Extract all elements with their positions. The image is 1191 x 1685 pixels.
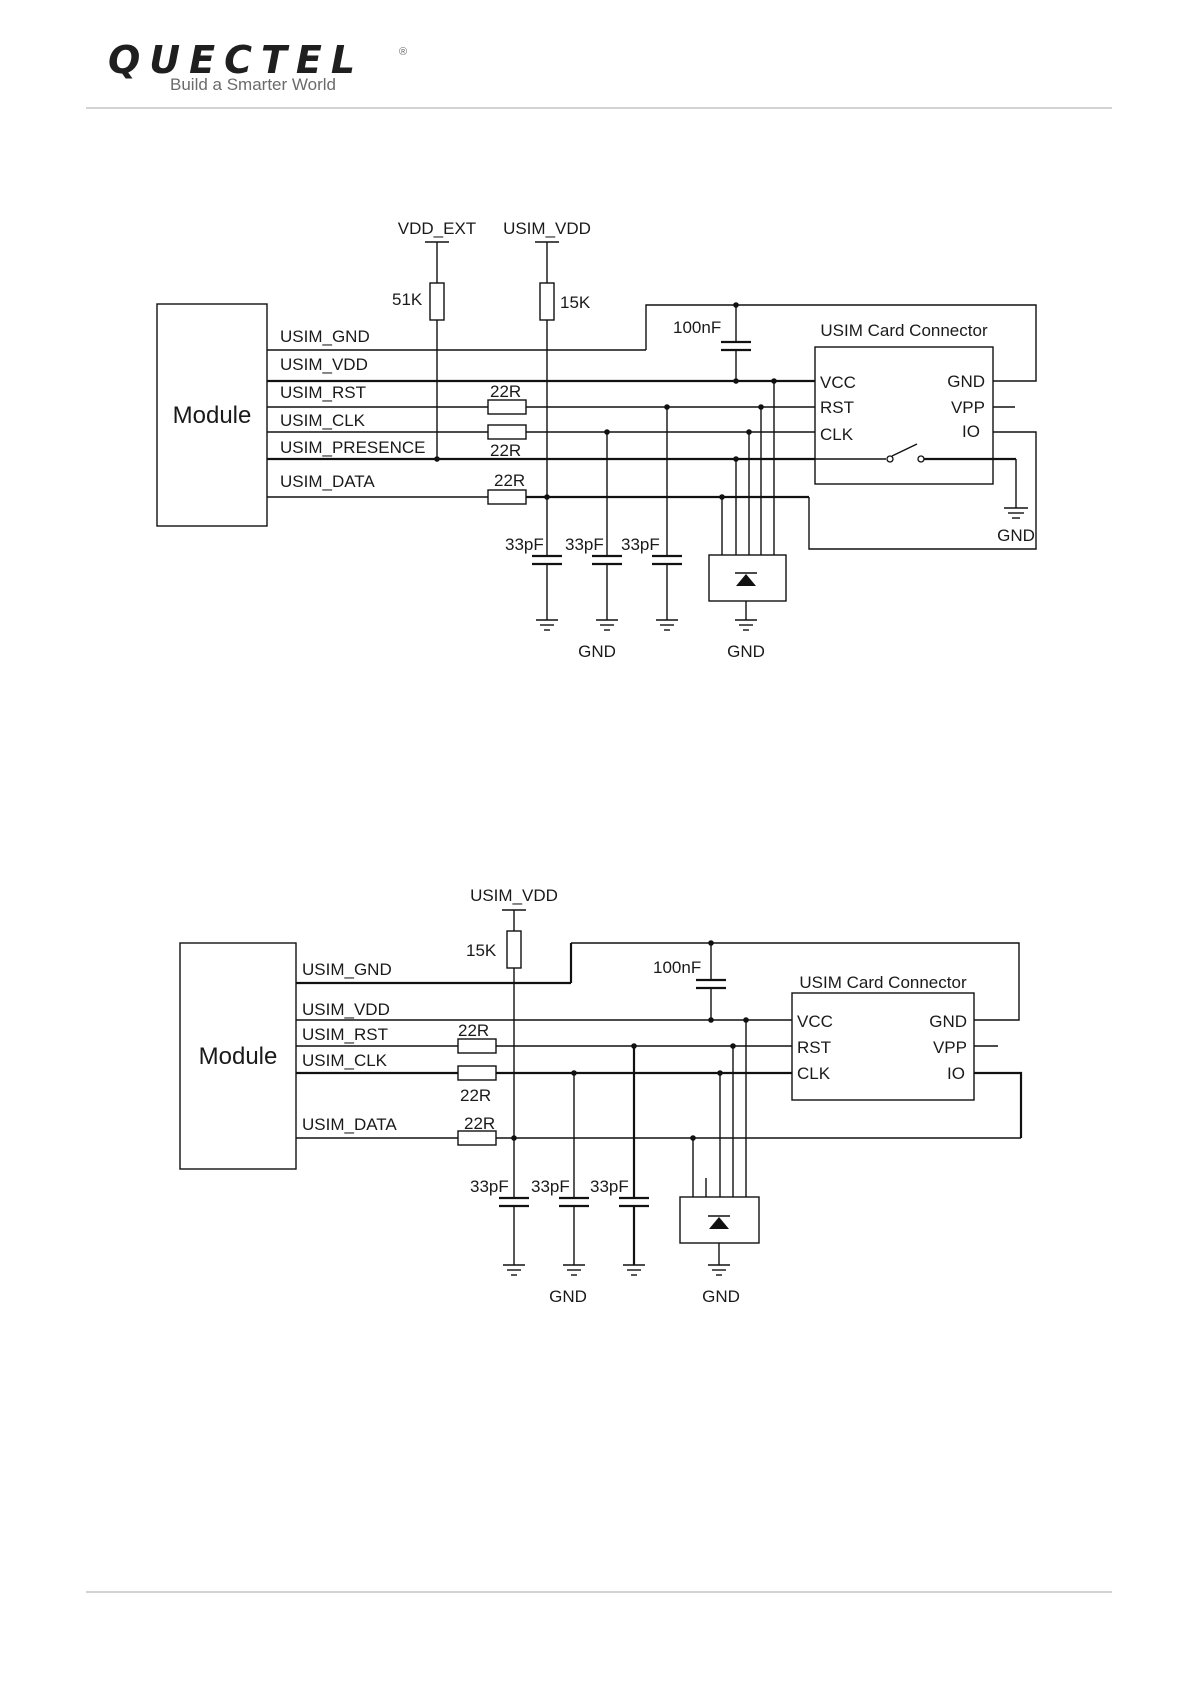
pullup-resistor-15k — [539, 282, 555, 321]
connector-title-2: USIM Card Connector — [799, 973, 967, 992]
series-resistor-clk-2 — [457, 1065, 497, 1081]
usim-circuit-without-detect: Module USIM_VDD 15K USIM_GND USIM_VDD US… — [179, 886, 1023, 1306]
filter-capacitor-3 — [652, 554, 682, 631]
module-label-2: Module — [199, 1043, 278, 1070]
cap-label-33pf-1: 33pF — [505, 535, 544, 554]
pullup-label-51k: 51K — [392, 290, 423, 309]
pullup-label-15k: 15K — [560, 293, 591, 312]
connector-pin-clk: CLK — [820, 425, 854, 444]
ground-label-caps: GND — [578, 642, 616, 661]
cap-label-100nf-2: 100nF — [653, 958, 701, 977]
series-resistor-label-rst: 22R — [490, 382, 521, 401]
series-resistor-label-data: 22R — [494, 471, 525, 490]
connector-pin-gnd: GND — [947, 372, 985, 391]
connector-pin-rst: RST — [820, 398, 854, 417]
signal-label-usim-rst-2: USIM_RST — [302, 1025, 388, 1044]
cap-label-33pf-6: 33pF — [590, 1177, 629, 1196]
supply-label-usim-vdd-2: USIM_VDD — [470, 886, 558, 905]
connector-pin-io: IO — [962, 422, 980, 441]
cap-label-33pf-3: 33pF — [621, 535, 660, 554]
usim-circuit-with-detect: Module VDD_EXT USIM_VDD 51K 15K USIM_GND… — [156, 219, 1037, 661]
usim-card-connector — [814, 346, 994, 485]
supply-label-usim-vdd: USIM_VDD — [503, 219, 591, 238]
company-logo: QUECTEL — [108, 38, 365, 82]
filter-capacitor-4 — [499, 1196, 529, 1276]
series-resistor-clk — [487, 424, 527, 440]
tvs-diode-icon — [736, 574, 756, 586]
series-resistor-rst — [487, 399, 527, 415]
signal-label-usim-data-2: USIM_DATA — [302, 1115, 397, 1134]
signal-label-usim-data: USIM_DATA — [280, 472, 375, 491]
connector-pin-clk-2: CLK — [797, 1064, 831, 1083]
filter-capacitor-2 — [592, 554, 622, 631]
signal-label-usim-presence: USIM_PRESENCE — [280, 438, 425, 457]
card-detect-switch — [815, 443, 1028, 519]
registered-mark: ® — [399, 46, 408, 58]
pullup-label-15k-2: 15K — [466, 941, 497, 960]
signal-label-usim-clk-2: USIM_CLK — [302, 1051, 388, 1070]
module-block — [156, 303, 268, 527]
cap-label-33pf-2: 33pF — [565, 535, 604, 554]
footer-rule — [86, 1591, 1112, 1593]
connector-pin-vpp: VPP — [951, 398, 985, 417]
pullup-resistor-51k — [429, 282, 445, 321]
supply-label-vdd-ext: VDD_EXT — [398, 219, 476, 238]
connector-pin-vcc-2: VCC — [797, 1012, 833, 1031]
connector-pin-rst-2: RST — [797, 1038, 831, 1057]
ground-label-switch: GND — [997, 526, 1035, 545]
filter-capacitor-1 — [532, 554, 562, 631]
series-resistor-label-clk-2: 22R — [460, 1086, 491, 1105]
connector-pin-vpp-2: VPP — [933, 1038, 967, 1057]
usim-card-connector-2 — [791, 992, 975, 1101]
series-resistor-label-clk: 22R — [490, 441, 521, 460]
module-block-2 — [179, 942, 297, 1170]
ground-label-tvs: GND — [727, 642, 765, 661]
signal-label-usim-clk: USIM_CLK — [280, 411, 366, 430]
cap-label-100nf: 100nF — [673, 318, 721, 337]
cap-label-33pf-4: 33pF — [470, 1177, 509, 1196]
header-rule — [86, 107, 1112, 109]
company-tagline: Build a Smarter World — [170, 75, 336, 94]
signal-label-usim-gnd-2: USIM_GND — [302, 960, 392, 979]
series-resistor-data — [487, 489, 527, 505]
series-resistor-label-data-2: 22R — [464, 1114, 495, 1133]
signal-label-usim-vdd-2: USIM_VDD — [302, 1000, 390, 1019]
ground-label-tvs-2: GND — [702, 1287, 740, 1306]
filter-capacitor-6 — [619, 1196, 649, 1276]
pullup-resistor-15k-2 — [506, 930, 522, 969]
connector-pin-vcc: VCC — [820, 373, 856, 392]
ground-label-caps-2: GND — [549, 1287, 587, 1306]
cap-label-33pf-5: 33pF — [531, 1177, 570, 1196]
series-resistor-label-rst-2: 22R — [458, 1021, 489, 1040]
tvs-diode-icon-2 — [709, 1217, 729, 1229]
series-resistor-data-2 — [457, 1130, 497, 1146]
signal-label-usim-gnd: USIM_GND — [280, 327, 370, 346]
filter-capacitor-5 — [559, 1196, 589, 1276]
signal-label-usim-vdd: USIM_VDD — [280, 355, 368, 374]
signal-label-usim-rst: USIM_RST — [280, 383, 366, 402]
module-label: Module — [173, 402, 252, 429]
series-resistor-rst-2 — [457, 1038, 497, 1054]
connector-title: USIM Card Connector — [820, 321, 988, 340]
connector-pin-io-2: IO — [947, 1064, 965, 1083]
connector-pin-gnd-2: GND — [929, 1012, 967, 1031]
